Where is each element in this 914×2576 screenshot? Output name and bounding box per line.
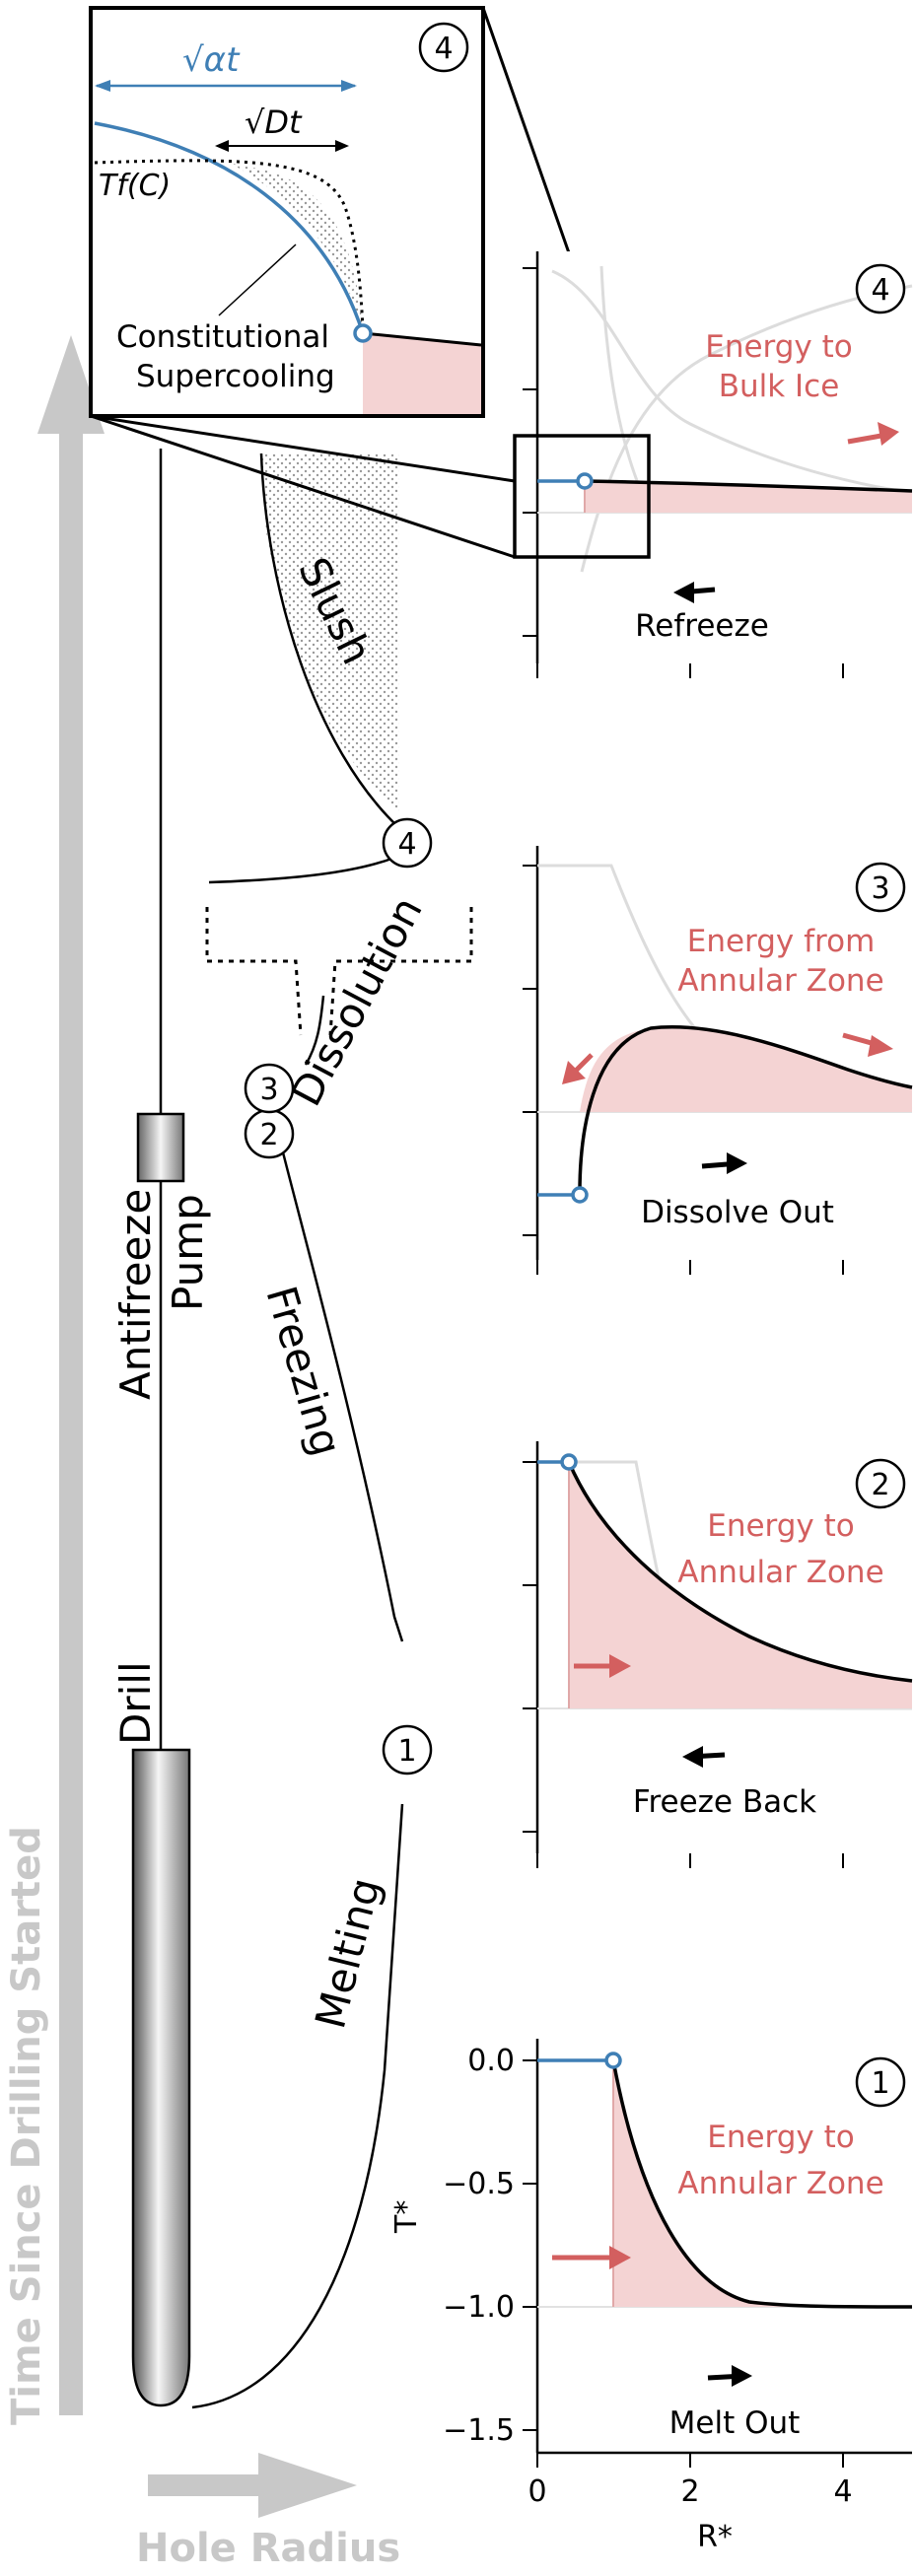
panel-1-energy-line2: Annular Zone (677, 2166, 883, 2201)
panel-2-number: 2 (871, 1468, 889, 1502)
inset-panel: √αt √Dt Tf(C) Constitutional Supercoolin… (89, 6, 485, 418)
inset-freezing-temp-label: Tf(C) (99, 169, 171, 203)
marker-3: 3 (244, 1063, 295, 1114)
inset-annotation-line2: Supercooling (136, 359, 335, 394)
slush-region (261, 453, 399, 813)
panel-4: Energy to Bulk Ice Refreeze 4 (513, 251, 913, 678)
pump-body (136, 1112, 185, 1183)
inset-alpha-label: √αt (182, 40, 241, 80)
drill-body (131, 1748, 191, 2407)
panel-1-number: 1 (871, 2066, 889, 2101)
panel-3: Energy from Annular Zone Dissolve Out 3 (523, 846, 913, 1275)
panel-1-motion-label: Melt Out (669, 2405, 801, 2441)
panel-2-motion-label: Freeze Back (633, 1784, 816, 1820)
refreeze-wall-curve (208, 856, 395, 884)
marker-1: 1 (382, 1724, 433, 1775)
marker-4-text: 4 (397, 827, 416, 862)
zoom-connector-bottom (90, 414, 516, 559)
dissolution-wall-curve (304, 995, 325, 1066)
y-tick-0: 0.0 (467, 2044, 515, 2078)
drill-label: Drill (111, 1661, 160, 1745)
panel-3-number: 3 (871, 871, 889, 906)
panel-4-zoom-box (513, 434, 651, 559)
panel-3-energy-line1: Energy from (687, 924, 876, 959)
inset-number: 4 (434, 32, 453, 66)
marker-3-text: 3 (259, 1073, 278, 1107)
zoom-connector-lower (90, 414, 516, 483)
x-tick-2: 4 (833, 2474, 852, 2509)
x-tick-1: 2 (680, 2474, 699, 2509)
marker-4: 4 (382, 817, 433, 869)
y-tick-3: −1.5 (443, 2413, 515, 2448)
slush-boundary-curve (259, 453, 400, 829)
radius-axis-arrow (148, 2453, 357, 2518)
x-axis-label: R* (697, 2520, 733, 2554)
panel-4-motion-label: Refreeze (635, 608, 769, 644)
inset-annotation-line1: Constitutional (116, 319, 329, 355)
panel-3-energy-line2: Annular Zone (677, 963, 883, 999)
freezing-label: Freezing (256, 1281, 351, 1461)
panel-2: Energy to Annular Zone Freeze Back 2 (523, 1441, 913, 1868)
marker-2: 2 (244, 1108, 295, 1159)
time-axis-label: Time Since Drilling Started (4, 1826, 49, 2425)
panel-1: 0.0 −0.5 −1.0 −1.5 0 2 4 T* R* Energy to… (389, 2039, 913, 2554)
antifreeze-label: Antifreeze (111, 1189, 160, 1400)
marker-2-text: 2 (259, 1118, 278, 1152)
y-axis-label: T* (389, 2200, 424, 2234)
panel-4-energy-line1: Energy to (705, 329, 853, 365)
y-tick-1: −0.5 (443, 2167, 515, 2201)
marker-1-text: 1 (397, 1734, 416, 1769)
panel-3-motion-label: Dissolve Out (641, 1195, 834, 1230)
melting-wall-curve (191, 1803, 404, 2409)
inset-temperature-curve (94, 121, 365, 334)
inset-freezing-curve (94, 159, 365, 331)
radius-axis-label: Hole Radius (136, 2526, 400, 2571)
funnel-left-dotted (205, 907, 303, 1036)
panel-2-energy-line1: Energy to (707, 1508, 855, 1544)
inset-interface-point (353, 323, 373, 343)
y-tick-2: −1.0 (443, 2290, 515, 2325)
funnel-right-dotted (328, 907, 473, 1036)
panel-4-energy-line2: Bulk Ice (719, 369, 840, 404)
time-axis-arrow (37, 335, 105, 2415)
inset-diffusion-label: √Dt (245, 104, 303, 141)
x-tick-0: 0 (527, 2474, 546, 2509)
panel-1-energy-line1: Energy to (707, 2120, 855, 2155)
melting-label: Melting (306, 1873, 389, 2033)
dissolution-label: Dissolution (282, 889, 432, 1114)
freezing-wall-curve (280, 1148, 404, 1642)
panel-2-energy-line2: Annular Zone (677, 1555, 883, 1590)
panel-4-number: 4 (871, 273, 889, 308)
pump-label: Pump (164, 1194, 212, 1311)
